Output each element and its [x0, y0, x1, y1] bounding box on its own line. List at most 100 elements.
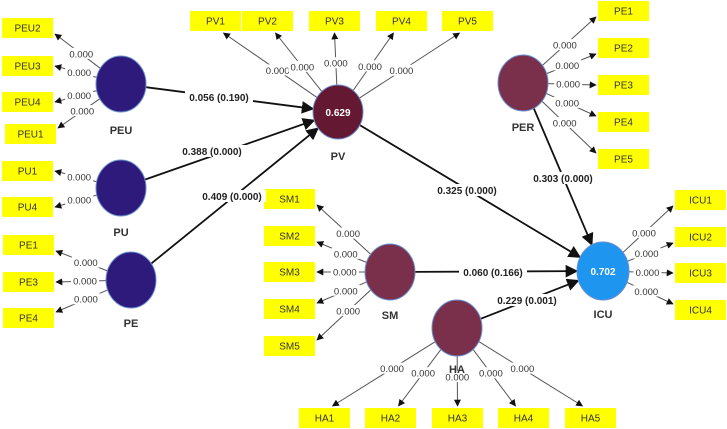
indicator-box-pe2[interactable]: [598, 38, 649, 58]
indicator-box-icu1[interactable]: [675, 190, 726, 210]
path-label-bg: [178, 145, 246, 157]
loading-value: 0.000: [67, 173, 91, 184]
construct-pu[interactable]: [95, 159, 147, 217]
loading-value: 0.000: [70, 107, 94, 118]
loading-value: 0.000: [333, 268, 357, 279]
construct-per[interactable]: [497, 54, 549, 112]
indicator-label: ICU2: [689, 233, 712, 244]
loading-label-bg: [67, 47, 96, 59]
indicator-box-pe3[interactable]: [3, 272, 54, 292]
loading-value: 0.000: [324, 59, 348, 70]
indicator-box-peu2[interactable]: [2, 18, 53, 38]
indicator-box-pv5[interactable]: [442, 11, 493, 31]
indicator-box-icu4[interactable]: [675, 300, 726, 320]
indicator-label: SM2: [279, 232, 300, 243]
indicator-label: PV1: [206, 17, 225, 28]
indicator-box-peu4[interactable]: [2, 92, 53, 112]
loading-value: 0.000: [510, 364, 534, 375]
indicator-box-pe4[interactable]: [598, 112, 649, 132]
indicator-box-ha4[interactable]: [498, 408, 549, 428]
loading-value: 0.000: [634, 287, 658, 298]
indicator-box-icu2[interactable]: [675, 227, 726, 247]
indicator-box-peu3[interactable]: [2, 56, 53, 76]
loading-label-bg: [508, 362, 537, 374]
indicator-box-pu1[interactable]: [2, 161, 53, 181]
construct-peu[interactable]: [95, 55, 147, 113]
indicator-label: PV4: [392, 17, 411, 28]
loading-label-bg: [331, 284, 360, 296]
indicator-box-pv4[interactable]: [376, 11, 427, 31]
indicator-box-sm1[interactable]: [264, 189, 315, 209]
indicator-box-pe5[interactable]: [598, 149, 649, 169]
construct-sm[interactable]: [364, 243, 416, 301]
loading-label-bg: [356, 60, 385, 72]
loading-label-bg: [632, 247, 661, 259]
indicator-label: PEU4: [14, 98, 41, 109]
indicator-box-pe4[interactable]: [3, 308, 54, 328]
loading-value: 0.000: [74, 295, 98, 306]
loading-value: 0.000: [336, 306, 360, 317]
indicator-box-pv3[interactable]: [309, 11, 360, 31]
construct-pv[interactable]: [312, 84, 364, 140]
indicator-box-pu4[interactable]: [2, 197, 53, 217]
indicator-box-pv1[interactable]: [190, 11, 241, 31]
loading-value: 0.000: [636, 268, 660, 279]
path-label-bg: [433, 184, 501, 196]
indicator-box-sm4[interactable]: [264, 299, 315, 319]
loading-value: 0.000: [479, 369, 503, 380]
indicator-box-icu3[interactable]: [675, 263, 726, 283]
indicator-label: HA2: [381, 414, 401, 425]
loading-label-bg: [288, 60, 317, 72]
indicator-box-pe3[interactable]: [598, 75, 649, 95]
indicator-box-ha2[interactable]: [365, 408, 416, 428]
loading-value: 0.000: [67, 196, 91, 207]
loading-value: 0.000: [380, 364, 404, 375]
construct-label: ICU: [594, 309, 613, 321]
loading-value: 0.000: [74, 258, 98, 269]
loading-label-bg: [633, 266, 662, 278]
loading-value: 0.000: [358, 62, 382, 73]
indicator-box-sm3[interactable]: [264, 262, 315, 282]
indicator-label: PE4: [19, 314, 38, 325]
loading-value: 0.000: [266, 66, 290, 77]
loading-label-bg: [65, 66, 94, 78]
loading-label-bg: [71, 293, 100, 305]
indicator-label: SM1: [279, 195, 300, 206]
indicator-label: PV2: [258, 17, 277, 28]
loading-label-bg: [476, 367, 505, 379]
indicator-box-ha5[interactable]: [565, 408, 616, 428]
indicator-box-sm5[interactable]: [264, 336, 315, 356]
construct-pe[interactable]: [105, 251, 157, 309]
loading-value: 0.000: [411, 369, 435, 380]
path-label-bg: [529, 172, 597, 184]
loading-label-bg: [71, 256, 100, 268]
indicator-box-pe1[interactable]: [598, 1, 649, 21]
indicator-label: PE3: [19, 278, 38, 289]
indicator-box-pe1[interactable]: [3, 235, 54, 255]
loading-label-bg: [632, 285, 661, 297]
loading-label-bg: [330, 266, 359, 277]
path-coefficient-label: 0.409 (0.000): [202, 192, 262, 203]
indicator-label: PE5: [614, 155, 633, 166]
loading-value: 0.000: [632, 228, 656, 239]
indicator-box-ha3[interactable]: [432, 408, 483, 428]
indicator-box-peu1[interactable]: [5, 124, 56, 144]
indicator-label: ICU1: [689, 196, 712, 207]
path-coefficient-label: 0.060 (0.166): [463, 268, 523, 279]
indicator-label: PE1: [19, 241, 38, 252]
path-label-bg: [459, 266, 527, 278]
labels-layer: 0.000 0.000 0.000 0.000 0.000 0.000 0.000 0.000…: [65, 39, 662, 383]
construct-ha[interactable]: [431, 299, 483, 357]
path-label-bg: [185, 91, 253, 103]
indicator-box-ha1[interactable]: [299, 408, 350, 428]
construct-label: HA: [449, 364, 465, 376]
loading-value: 0.000: [69, 49, 93, 60]
indicator-box-pv2[interactable]: [242, 11, 293, 31]
loading-value: 0.000: [334, 286, 358, 297]
construct-icu[interactable]: [576, 241, 630, 301]
indicator-box-sm2[interactable]: [264, 226, 315, 246]
loading-label-bg: [334, 227, 363, 239]
loading-label-bg: [331, 247, 360, 259]
